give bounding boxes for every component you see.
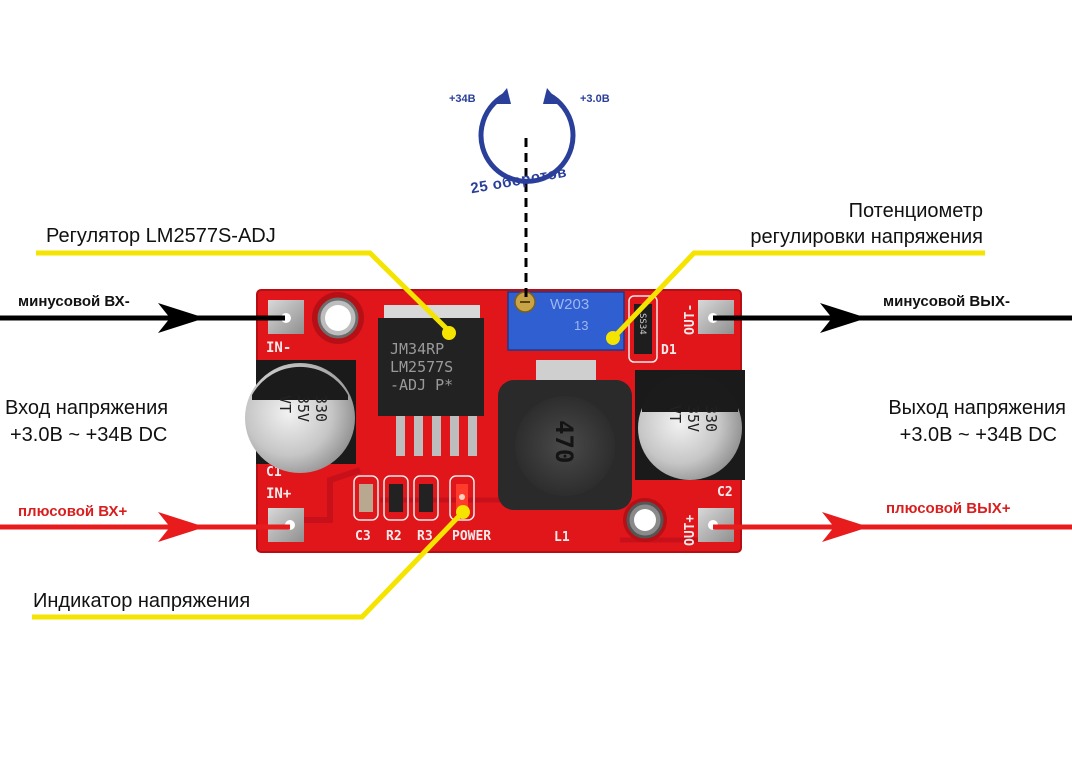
arrow-in-minus xyxy=(0,303,285,333)
capacitor-c2: 330 35V VT xyxy=(635,370,745,480)
mounting-hole-bottom xyxy=(623,498,667,542)
rotation-max-label: +34В xyxy=(449,93,476,105)
potentiometer: W203 13 xyxy=(507,291,625,351)
callout-indicator-label: Индикатор напряжения xyxy=(33,590,251,612)
silk-c1: C1 xyxy=(266,465,282,480)
c2-marking-value: 330 xyxy=(702,405,720,432)
arrow-out-plus xyxy=(713,512,1072,542)
regulator-marking-line1: JM34RP xyxy=(390,340,444,358)
silk-c2: C2 xyxy=(717,485,733,500)
silk-out-plus: OUT+ xyxy=(683,515,698,546)
callout-line-potentiometer xyxy=(606,250,985,345)
silk-in-minus: IN- xyxy=(266,340,291,356)
capacitor-c3 xyxy=(353,475,379,521)
input-spec-range: +3.0В ~ +34В DC xyxy=(10,424,168,446)
arrow-out-minus xyxy=(713,303,1072,333)
output-spec-title: Выход напряжения xyxy=(888,397,1066,419)
resistor-r3 xyxy=(413,475,439,521)
callout-potentiometer-line2: регулировки напряжения xyxy=(750,226,983,248)
terminal-in-plus-label: плюсовой ВХ+ xyxy=(18,503,128,520)
arrow-head-ccw-icon xyxy=(494,88,511,104)
c1-marking-series: VT xyxy=(276,395,294,413)
callout-line-regulator xyxy=(36,250,456,340)
silk-l1: L1 xyxy=(554,530,570,545)
arrow-head-cw-icon xyxy=(543,88,560,104)
resistor-r2 xyxy=(383,475,409,521)
inductor-l1: 470 xyxy=(498,360,632,510)
inductor-marking: 470 xyxy=(550,420,578,463)
pot-marking-value: W203 xyxy=(550,296,589,313)
c1-marking-voltage: 35V xyxy=(294,395,312,422)
diode-marking: SS34 xyxy=(637,313,647,335)
regulator-marking-line2: LM2577S xyxy=(390,358,453,376)
diode-d1: SS34 xyxy=(628,295,658,363)
terminal-out-minus-label: минусовой ВЫХ- xyxy=(883,293,1010,310)
silk-r2: R2 xyxy=(386,529,402,544)
silk-c3: C3 xyxy=(355,529,371,544)
c2-marking-voltage: 35V xyxy=(684,405,702,432)
c2-marking-series: VT xyxy=(666,405,684,423)
arrow-in-plus xyxy=(0,512,290,542)
power-led xyxy=(449,475,475,521)
rotation-indicator xyxy=(478,88,576,302)
silk-r3: R3 xyxy=(417,529,433,544)
callout-regulator-label: Регулятор LM2577S-ADJ xyxy=(46,225,276,247)
callout-potentiometer-line1: Потенциометр xyxy=(848,200,983,222)
callout-line-indicator xyxy=(32,505,470,620)
terminal-out-plus-label: плюсовой ВЫХ+ xyxy=(886,500,1011,517)
silk-out-minus: OUT- xyxy=(683,304,698,335)
rotation-min-label: +3.0В xyxy=(580,93,610,105)
silk-in-plus: IN+ xyxy=(266,486,291,502)
pot-marking-code: 13 xyxy=(574,318,588,333)
regulator-ic: JM34RP LM2577S -ADJ P* xyxy=(378,305,484,456)
c1-marking-value: 330 xyxy=(312,395,330,422)
output-spec-range: +3.0В ~ +34В DC xyxy=(899,424,1057,446)
terminal-in-minus-label: минусовой ВХ- xyxy=(18,293,130,310)
regulator-marking-line3: -ADJ P* xyxy=(390,376,453,394)
silk-d1: D1 xyxy=(661,343,677,358)
rotation-arc xyxy=(478,92,576,184)
input-spec-title: Вход напряжения xyxy=(5,397,169,419)
silk-power: POWER xyxy=(452,529,491,544)
mounting-hole-top xyxy=(312,292,364,344)
capacitor-c1: 330 35V VT xyxy=(245,360,356,473)
